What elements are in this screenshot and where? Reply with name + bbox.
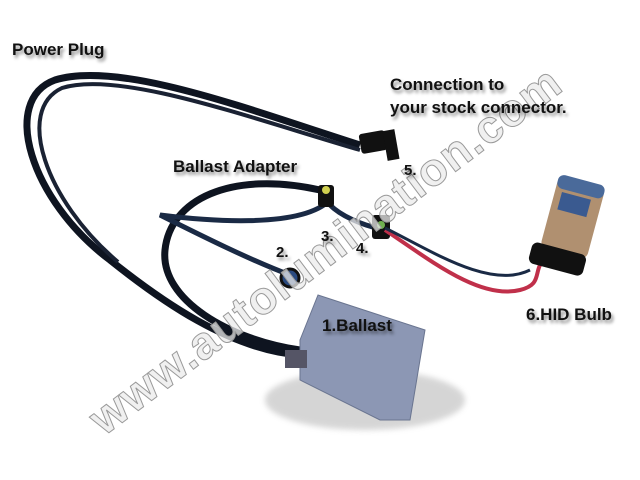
label-power-plug: Power Plug [12, 40, 105, 59]
power-cable-2 [37, 82, 361, 264]
label-4: 4. [356, 240, 369, 257]
label-hid-bulb: 6.HID Bulb [526, 305, 612, 324]
label-3: 3. [321, 228, 334, 245]
label-ballast: 1.Ballast [322, 316, 392, 335]
connector-3 [318, 185, 334, 207]
label-2: 2. [276, 244, 289, 261]
power-cable [23, 71, 362, 359]
connector-2 [279, 267, 301, 289]
bulb-wire [383, 228, 542, 294]
adapter-cable [161, 180, 321, 354]
stock-connector [358, 130, 388, 154]
hid-bulb [528, 175, 605, 276]
ballast-box [299, 294, 426, 421]
label-ballast-adapter: Ballast Adapter [173, 157, 298, 176]
label-connection-line2: your stock connector. [390, 98, 567, 117]
label-connection: Connection to [390, 75, 505, 94]
label-5: 5. [404, 162, 417, 179]
